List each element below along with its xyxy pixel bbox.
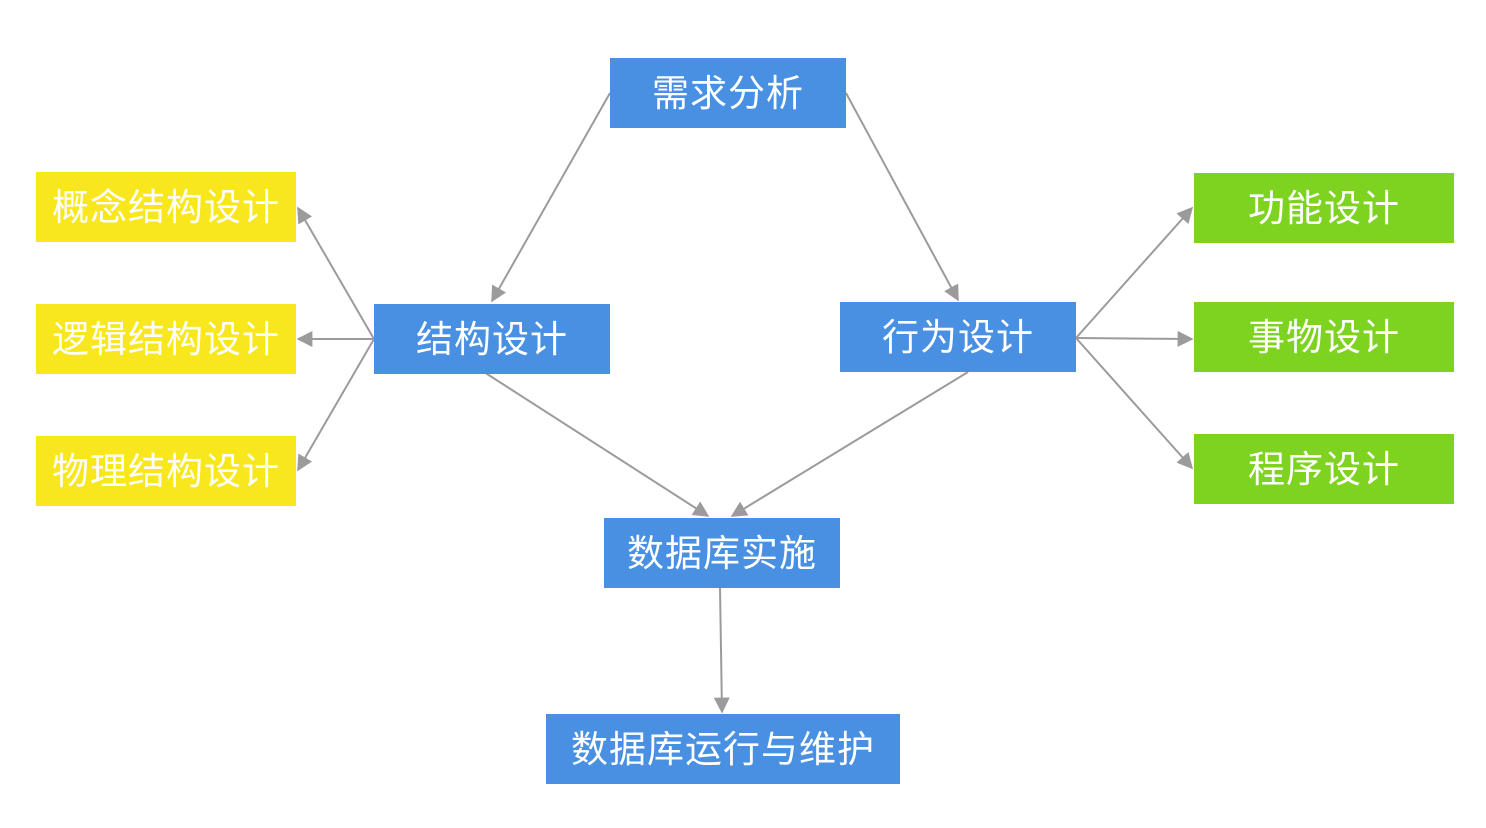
edge-structure-to-physical (297, 338, 375, 472)
edge-structure-to-conceptual (297, 206, 375, 340)
node-conceptual-design: 概念结构设计 (36, 172, 296, 242)
edge-req-to-structure (491, 92, 611, 303)
node-label: 数据库运行与维护 (571, 727, 875, 771)
edge-behavior-to-transaction (1075, 330, 1194, 347)
edge-behavior-to-program (1075, 337, 1194, 470)
node-behavior-design: 行为设计 (840, 302, 1076, 372)
node-db-implementation: 数据库实施 (604, 518, 840, 588)
edge-behavior-to-function (1075, 206, 1194, 339)
node-label: 数据库实施 (627, 531, 817, 575)
node-logical-design: 逻辑结构设计 (36, 304, 296, 374)
node-db-operation-maintenance: 数据库运行与维护 (546, 714, 900, 784)
node-label: 结构设计 (416, 317, 568, 361)
edge-req-to-behavior (845, 92, 959, 302)
node-physical-design: 物理结构设计 (36, 436, 296, 506)
node-structure-design: 结构设计 (374, 304, 610, 374)
edge-behavior-to-implementation (730, 371, 969, 517)
node-label: 程序设计 (1248, 447, 1400, 491)
node-label: 行为设计 (882, 315, 1034, 359)
node-transaction-design: 事物设计 (1194, 302, 1454, 372)
node-label: 功能设计 (1248, 186, 1400, 230)
node-label: 需求分析 (652, 71, 804, 115)
edge-structure-to-implementation (483, 371, 710, 517)
node-requirements-analysis: 需求分析 (610, 58, 846, 128)
edge-implementation-to-operation (713, 587, 730, 714)
node-label: 事物设计 (1248, 315, 1400, 359)
node-function-design: 功能设计 (1194, 173, 1454, 243)
node-label: 物理结构设计 (52, 449, 280, 493)
node-label: 逻辑结构设计 (52, 317, 280, 361)
node-label: 概念结构设计 (52, 185, 280, 229)
node-program-design: 程序设计 (1194, 434, 1454, 504)
